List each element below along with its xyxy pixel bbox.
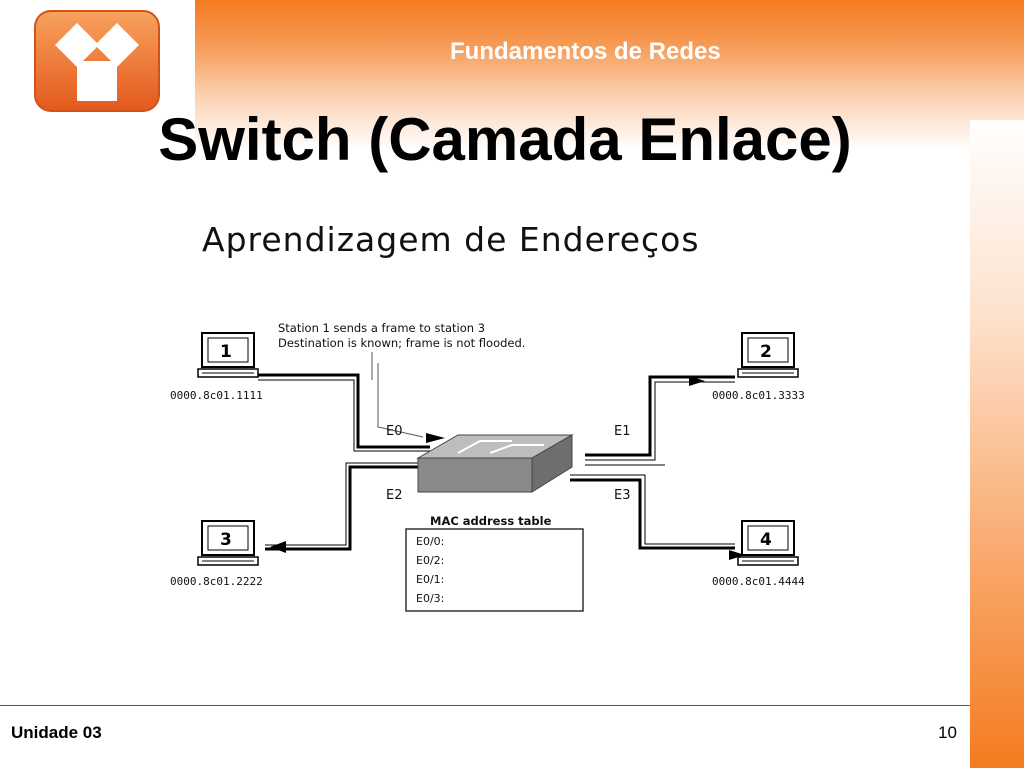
diagram-note-line1: Station 1 sends a frame to station 3	[278, 321, 485, 335]
triangle-square-logo-icon	[34, 10, 160, 112]
station-3-mac: 0000.8c01.2222	[170, 575, 263, 588]
footer-page-number: 10	[938, 723, 957, 742]
station-4-number: 4	[760, 530, 772, 550]
mac-table-title: MAC address table	[430, 514, 552, 528]
port-label-e3: E3	[614, 488, 631, 503]
station-4: 4	[737, 520, 799, 566]
link-station1-e0	[258, 373, 430, 449]
station-2-number: 2	[760, 342, 772, 362]
mac-table-row-4: E0/3:	[416, 592, 444, 605]
diagram-note-line2: Destination is known; frame is not flood…	[278, 336, 525, 350]
station-3: 3	[197, 520, 259, 566]
station-1-mac: 0000.8c01.1111	[170, 389, 263, 402]
mac-table-row-2: E0/2:	[416, 554, 444, 567]
station-4-mac: 0000.8c01.4444	[712, 575, 805, 588]
right-gradient-band	[970, 120, 1024, 768]
station-2: 2	[737, 332, 799, 378]
diagram-heading: Aprendizagem de Endereços	[202, 220, 700, 259]
link-e1-station2	[585, 375, 735, 457]
link-e3-station4	[570, 478, 735, 550]
mac-address-table: MAC address table E0/0: E0/2: E0/1: E0/3…	[405, 514, 584, 612]
footer-divider	[0, 705, 970, 706]
port-label-e0: E0	[386, 424, 403, 439]
port-label-e1: E1	[614, 424, 631, 439]
footer-unit-label: Unidade 03	[11, 723, 102, 742]
mac-table-row-3: E0/1:	[416, 573, 444, 586]
switch-icon	[416, 434, 574, 493]
station-2-mac: 0000.8c01.3333	[712, 389, 805, 402]
station-3-number: 3	[220, 530, 232, 550]
port-label-e2: E2	[386, 488, 403, 503]
address-learning-diagram: Aprendizagem de Endereços Station 1 send…	[140, 205, 890, 665]
station-1-number: 1	[220, 342, 232, 362]
link-e2-station3	[265, 465, 430, 551]
station-1: 1	[197, 332, 259, 378]
slide-title: Switch (Camada Enlace)	[158, 106, 852, 173]
header-gradient-band	[195, 0, 1024, 150]
course-title: Fundamentos de Redes	[450, 38, 721, 65]
mac-table-row-1: E0/0:	[416, 535, 444, 548]
